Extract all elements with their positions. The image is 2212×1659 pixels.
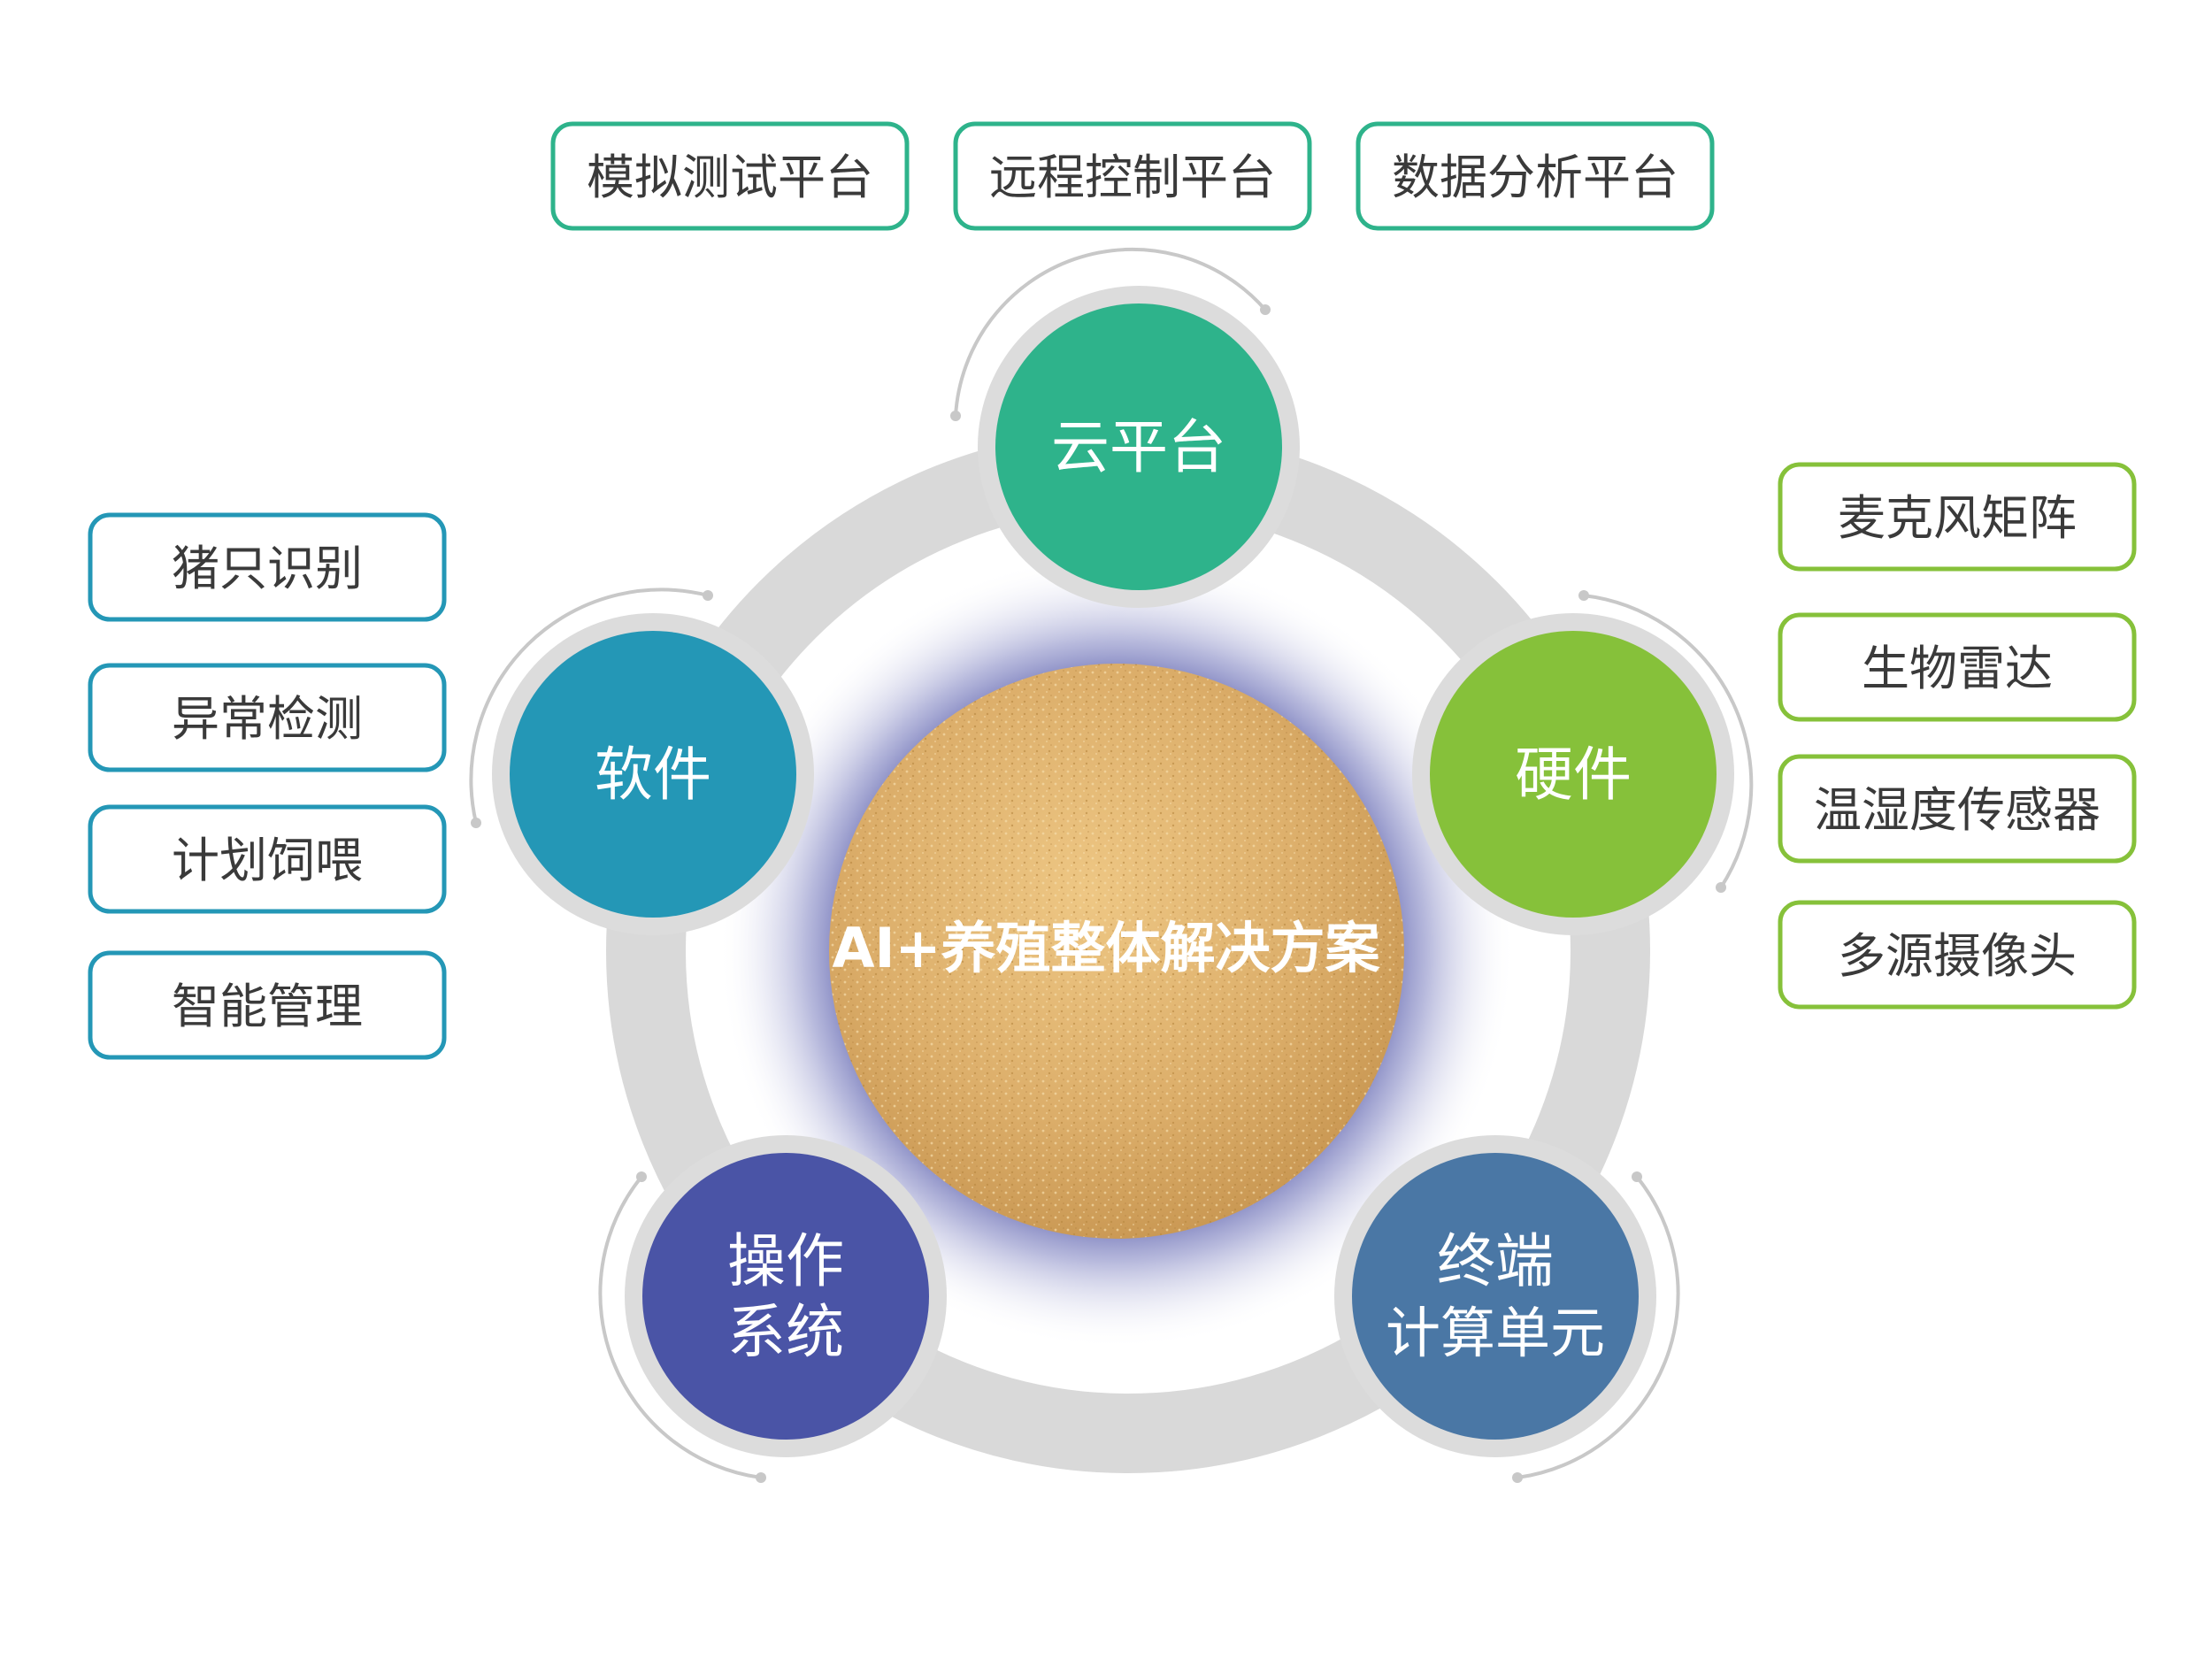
software-item-label: 智能管理: [172, 979, 363, 1034]
node-hardware[interactable]: 硬件: [1412, 613, 1734, 935]
software-item-label: 异常检测: [172, 691, 363, 747]
hardware-arc: [1583, 594, 1754, 889]
cloud-item-frame: [953, 121, 1312, 231]
node-software-label: 软件: [595, 741, 711, 809]
cloud-item-1[interactable]: 模拟测试平台: [550, 121, 910, 231]
software-item-label: 猪只识别: [172, 541, 363, 596]
software-item-1[interactable]: 猪只识别: [88, 512, 447, 622]
node-software[interactable]: 软件: [492, 613, 814, 935]
node-cloud[interactable]: 云平台: [978, 286, 1300, 608]
hardware-item-4[interactable]: 多源摄像头: [1778, 900, 2137, 1010]
node-os[interactable]: 操作 系统: [625, 1135, 947, 1457]
node-hardware-label: 硬件: [1515, 741, 1632, 809]
software-item-label: 计划饲喂: [172, 833, 363, 888]
hardware-item-frame: [1778, 900, 2137, 1010]
hardware-item-3[interactable]: 温湿度传感器: [1778, 754, 2137, 864]
software-item-frame: [88, 512, 447, 622]
software-item-3[interactable]: 计划饲喂: [88, 804, 447, 914]
hardware-item-frame: [1778, 754, 2137, 864]
node-terminal[interactable]: 终端 计算单元: [1334, 1135, 1656, 1457]
center-title: AI+养殖整体解决方案: [832, 916, 1380, 980]
software-item-frame: [88, 950, 447, 1060]
cloud-item-label: 数据分析平台: [1392, 150, 1678, 205]
node-terminal-line1: 终端: [1437, 1227, 1554, 1295]
node-cloud-label: 云平台: [1051, 413, 1226, 481]
cloud-item-frame: [1356, 121, 1715, 231]
os-arc: [598, 1175, 762, 1479]
node-terminal-line2: 计算单元: [1386, 1301, 1605, 1365]
hardware-item-frame: [1778, 462, 2137, 572]
hardware-item-1[interactable]: 麦克风矩阵: [1778, 462, 2137, 572]
cloud-item-label: 模拟测试平台: [587, 150, 873, 205]
cloud-item-3[interactable]: 数据分析平台: [1356, 121, 1715, 231]
cloud-item-label: 远程控制平台: [989, 150, 1276, 205]
cloud-item-frame: [550, 121, 910, 231]
hardware-item-label: 麦克风矩阵: [1838, 490, 2077, 546]
software-item-4[interactable]: 智能管理: [88, 950, 447, 1060]
terminal-arc: [1517, 1175, 1680, 1479]
cloud-item-list: 模拟测试平台 远程控制平台 数据分析平台: [550, 121, 1715, 231]
software-arc: [469, 588, 709, 824]
software-item-frame: [88, 663, 447, 772]
cloud-arc: [954, 247, 1267, 417]
software-item-frame: [88, 804, 447, 914]
cloud-item-2[interactable]: 远程控制平台: [953, 121, 1312, 231]
hardware-item-label: 多源摄像头: [1838, 928, 2077, 984]
software-item-2[interactable]: 异常检测: [88, 663, 447, 772]
node-os-line1: 操作: [727, 1227, 844, 1295]
node-os-line2: 系统: [727, 1298, 844, 1366]
hardware-item-2[interactable]: 生物雷达: [1778, 612, 2137, 722]
hardware-item-frame: [1778, 612, 2137, 722]
hardware-item-label: 生物雷达: [1862, 641, 2053, 696]
hardware-item-label: 温湿度传感器: [1814, 782, 2101, 838]
